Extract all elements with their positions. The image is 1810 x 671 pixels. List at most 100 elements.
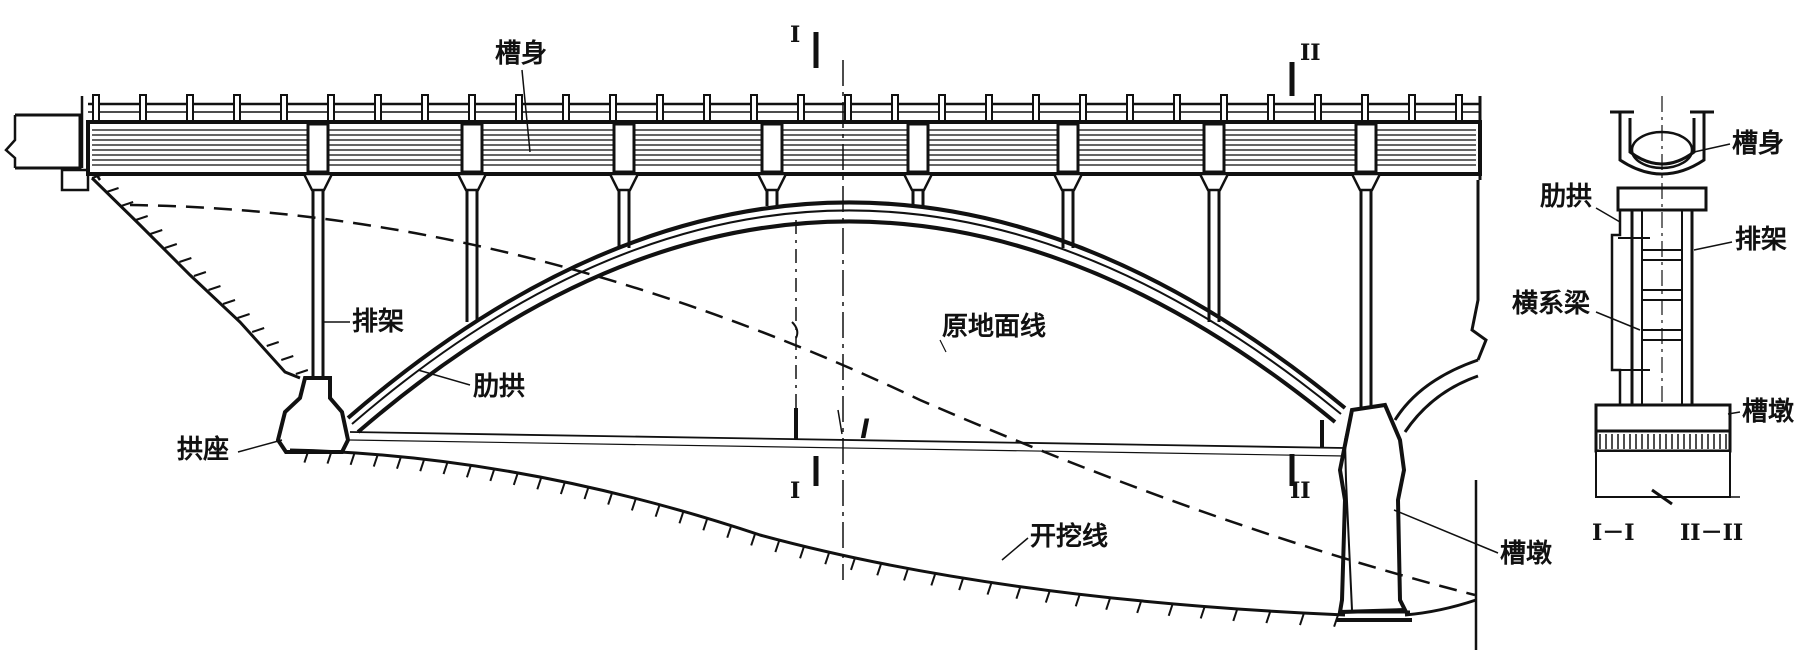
railing-post bbox=[233, 94, 241, 122]
deck-joint bbox=[1354, 122, 1378, 174]
original-ground-line bbox=[129, 203, 1476, 597]
span-line: l bbox=[349, 409, 1346, 457]
slope-tick bbox=[237, 313, 250, 319]
right-rock-edge bbox=[1470, 180, 1488, 650]
excavation-tick bbox=[1265, 610, 1272, 624]
deck-joint bbox=[760, 122, 784, 174]
excavation-tick bbox=[1167, 603, 1174, 617]
trough-pier bbox=[1336, 402, 1412, 622]
railing-post bbox=[1079, 94, 1087, 122]
column-cap bbox=[607, 172, 641, 192]
railing-post bbox=[327, 94, 335, 122]
excavation-tick bbox=[559, 481, 566, 495]
railing-post bbox=[1267, 94, 1275, 122]
excavation-tick bbox=[396, 456, 402, 470]
railing-post bbox=[844, 94, 852, 122]
section-caption-2: II－II bbox=[1680, 520, 1743, 546]
excavation-tick bbox=[799, 545, 805, 559]
excavation-tick bbox=[303, 450, 310, 463]
left-hillside bbox=[90, 173, 309, 380]
slope-tick bbox=[295, 369, 309, 375]
slope-tick bbox=[135, 215, 148, 221]
section-label-bent-frame: 排架 bbox=[1735, 225, 1787, 255]
label-excavation-line: 开挖线 bbox=[1030, 521, 1108, 552]
railing-post bbox=[609, 94, 617, 122]
section-mark-2: II II bbox=[1289, 40, 1321, 504]
railing-post bbox=[797, 94, 805, 122]
railing-post bbox=[139, 94, 147, 122]
excavation-tick bbox=[419, 458, 426, 472]
railing-post bbox=[1408, 94, 1416, 122]
section-mark-1-bottom-label: I bbox=[790, 478, 800, 504]
excavation-tick bbox=[1299, 612, 1305, 626]
slope-tick bbox=[193, 271, 207, 277]
slope-tick bbox=[266, 341, 280, 347]
section-label-trough-pier: 槽墩 bbox=[1742, 397, 1795, 427]
excavation-tick bbox=[903, 568, 909, 581]
section-caption-1: I－I bbox=[1592, 520, 1635, 546]
railing-post bbox=[656, 94, 664, 122]
excavation-tick bbox=[1199, 606, 1206, 619]
right-arch-partial bbox=[1393, 358, 1479, 433]
span-label: l bbox=[860, 415, 870, 445]
railing-post bbox=[186, 94, 194, 122]
section-mark-2-top-label: II bbox=[1300, 40, 1321, 66]
column-cap bbox=[1349, 172, 1383, 192]
excavation-tick bbox=[774, 539, 781, 553]
slope-tick bbox=[208, 285, 221, 291]
deck-joint bbox=[1202, 122, 1226, 174]
railing-post bbox=[1220, 94, 1228, 122]
railing-post bbox=[938, 94, 946, 122]
slope-tick bbox=[120, 201, 134, 207]
excavation-tick bbox=[583, 486, 590, 500]
section-label-trough-body: 槽身 bbox=[1732, 128, 1784, 159]
deck-joint bbox=[612, 122, 636, 174]
label-original-ground-line: 原地面线 bbox=[942, 312, 1046, 342]
label-rib-arch: 肋拱 bbox=[473, 371, 525, 402]
railing-post bbox=[562, 94, 570, 122]
elevation-labels: 槽身 排架 肋拱 拱座 原地面线 开挖线 槽墩 bbox=[177, 38, 1553, 569]
excavation-tick bbox=[512, 472, 519, 486]
excavation-tick bbox=[1136, 600, 1143, 614]
excavation-tick bbox=[876, 563, 883, 576]
deck-joint bbox=[460, 122, 484, 174]
slope-tick bbox=[179, 257, 192, 263]
railing-post bbox=[703, 94, 711, 122]
slope-tick bbox=[149, 229, 163, 235]
excavation-tick bbox=[1232, 608, 1239, 622]
railing-post bbox=[468, 94, 476, 122]
excavation-line bbox=[289, 448, 1477, 628]
railing-post bbox=[1032, 94, 1040, 122]
excavation-tick bbox=[850, 557, 856, 571]
excavation-tick bbox=[465, 464, 472, 478]
excavation-tick bbox=[536, 476, 543, 490]
excavation-tick bbox=[958, 577, 965, 591]
excavation-tick bbox=[654, 504, 661, 518]
excavation-tick bbox=[1105, 597, 1112, 611]
center-line bbox=[791, 60, 844, 580]
excavation-tick bbox=[1333, 614, 1340, 628]
railing-post bbox=[374, 94, 382, 122]
column-cap bbox=[901, 172, 935, 192]
excavation-tick bbox=[930, 573, 937, 586]
railing-post bbox=[1173, 94, 1181, 122]
label-bent-frame: 排架 bbox=[352, 307, 404, 337]
column-cap bbox=[1051, 172, 1085, 192]
label-trough-body: 槽身 bbox=[495, 38, 547, 69]
excavation-tick bbox=[326, 451, 333, 464]
railing-post bbox=[1455, 94, 1463, 122]
excavation-tick bbox=[489, 468, 496, 482]
excavation-tick bbox=[750, 533, 757, 546]
section-label-rib-arch: 肋拱 bbox=[1540, 181, 1592, 212]
bent-frame-columns bbox=[301, 172, 1383, 408]
deck-joints bbox=[306, 122, 1378, 174]
section-mark-2-bottom-label: II bbox=[1290, 478, 1311, 504]
deck-joint bbox=[906, 122, 930, 174]
left-approach bbox=[4, 96, 102, 192]
railing-post bbox=[1126, 94, 1134, 122]
column-cap bbox=[301, 172, 335, 192]
excavation-tick bbox=[1015, 586, 1022, 600]
slope-tick bbox=[251, 327, 265, 333]
excavation-tick bbox=[678, 511, 685, 524]
